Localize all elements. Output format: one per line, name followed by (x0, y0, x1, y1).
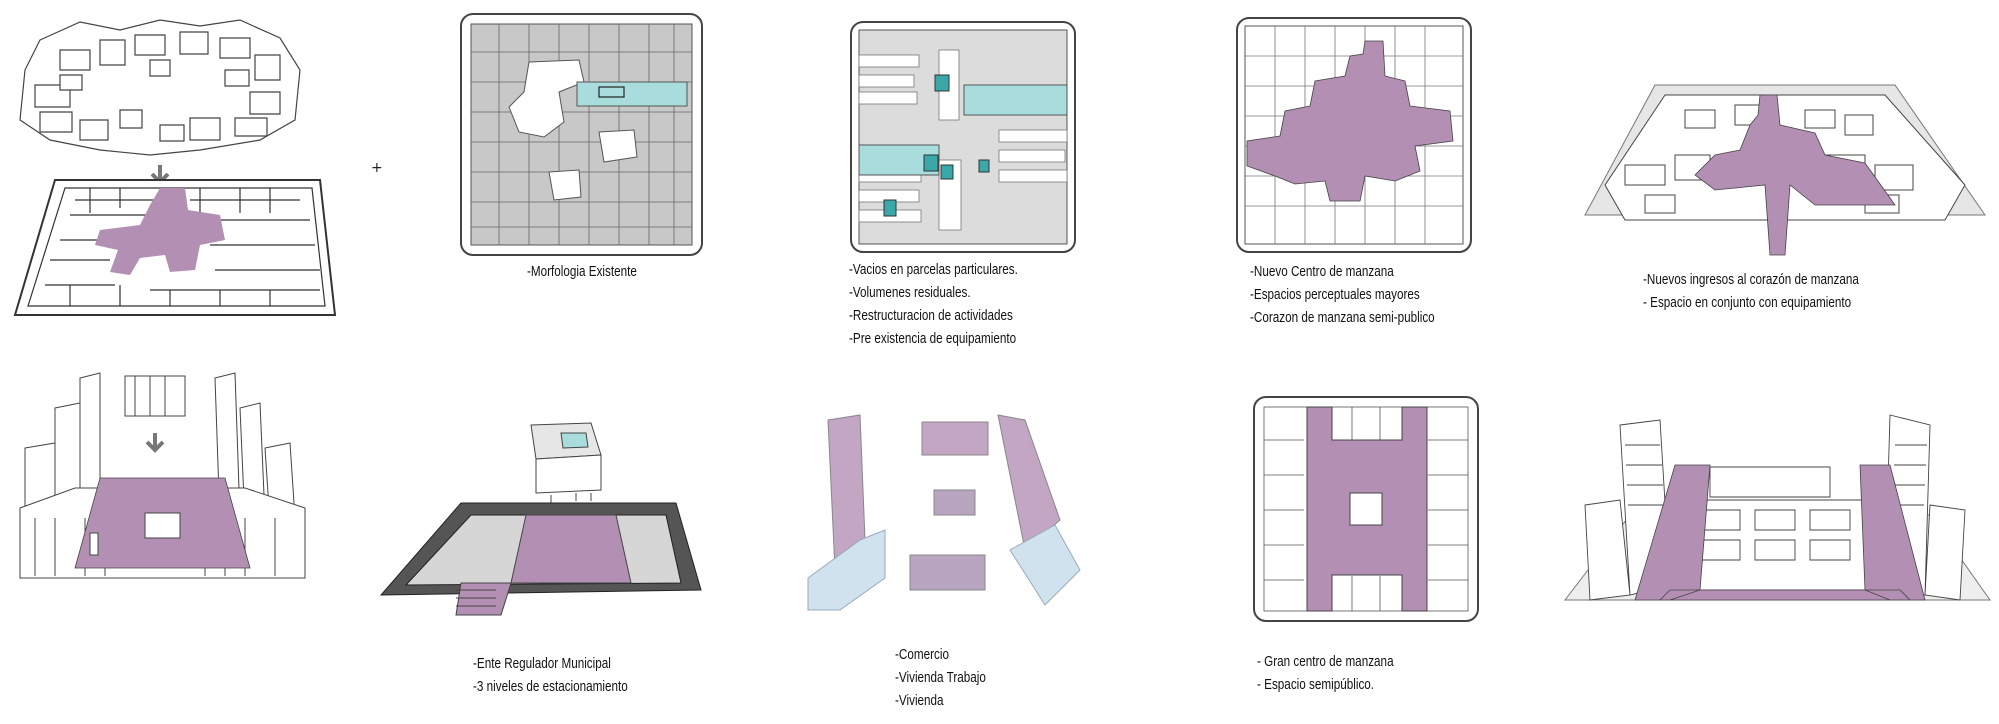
building-cluster-top (19, 19, 301, 156)
caption-usos: -Comercio -Vivienda Trabajo -Vivienda (895, 643, 986, 712)
caption-line: - Espacio en conjunto con equipamiento (1643, 294, 1852, 311)
panel-parking-plinth (379, 422, 702, 616)
center-opening (1349, 492, 1383, 526)
caption-line: -Restructuracion de actividades (849, 307, 1013, 324)
volume-vivienda-right (997, 414, 1061, 551)
panel-voids (850, 21, 1076, 253)
caption-vacios: -Vacios en parcelas particulares. -Volum… (849, 258, 1018, 350)
caption-morfologia: -Morfologia Existente (527, 260, 637, 283)
public-space-plinth (510, 514, 632, 584)
panel-block-plaza-3d (19, 372, 306, 579)
caption-ente: -Ente Regulador Municipal -3 niveles de … (473, 652, 628, 698)
void-white-area (508, 59, 638, 201)
voids-teal (576, 81, 688, 107)
caption-line: -Pre existencia de equipamiento (849, 330, 1017, 347)
void-dark-3 (940, 164, 954, 180)
panel-exploded-morphology (13, 19, 337, 316)
public-space-center (1246, 40, 1454, 202)
caption-line: -Nuevos ingresos al corazón de manzana (1643, 271, 1859, 288)
plaza-opening (144, 512, 181, 539)
void-dark-4 (978, 159, 990, 173)
panel-new-entries-3d (1584, 84, 1986, 256)
panel-large-center-plan (1253, 396, 1479, 622)
public-space-final (1634, 464, 1926, 601)
panel-final-3d (1563, 414, 1991, 601)
panel-uses-volumes (807, 414, 1081, 611)
caption-line: -Espacios perceptuales mayores (1250, 286, 1420, 303)
void-dark-1 (934, 74, 950, 92)
caption-line: -Corazon de manzana semi-publico (1250, 309, 1435, 326)
caption-line: -Vivienda (895, 692, 944, 709)
void-band-top (963, 84, 1068, 116)
caption-line: - Gran centro de manzana (1257, 653, 1394, 670)
caption-nuevo-centro: -Nuevo Centro de manzana -Espacios perce… (1250, 260, 1435, 329)
caption-line: -Ente Regulador Municipal (473, 655, 611, 672)
caption-line: - Espacio semipúblico. (1257, 676, 1375, 693)
volume-comercio-top (921, 421, 989, 456)
caption-line: -Volumenes residuales. (849, 284, 971, 301)
void-dark-2 (923, 154, 939, 172)
caption-gran-centro: - Gran centro de manzana - Espacio semip… (1257, 650, 1394, 696)
caption-line: -3 niveles de estacionamiento (473, 678, 628, 695)
caption-line: -Morfologia Existente (527, 263, 637, 280)
ground-plan (13, 179, 337, 316)
caption-line: -Nuevo Centro de manzana (1250, 263, 1394, 280)
caption-line: -Comercio (895, 646, 949, 663)
public-space-plan (95, 188, 225, 275)
volume-center-bottom (909, 554, 986, 591)
panel-existing-morphology (460, 13, 703, 256)
caption-line: -Vivienda Trabajo (895, 669, 986, 686)
caption-ingresos: -Nuevos ingresos al corazón de manzana -… (1643, 268, 1859, 314)
volume-trabajo-center (933, 489, 976, 516)
panel-new-center (1236, 17, 1472, 253)
caption-line: -Vacios en parcelas particulares. (849, 261, 1018, 278)
public-space-3d (1694, 94, 1896, 256)
plus-symbol: + (371, 160, 383, 176)
arrow-down-icon (145, 433, 165, 453)
